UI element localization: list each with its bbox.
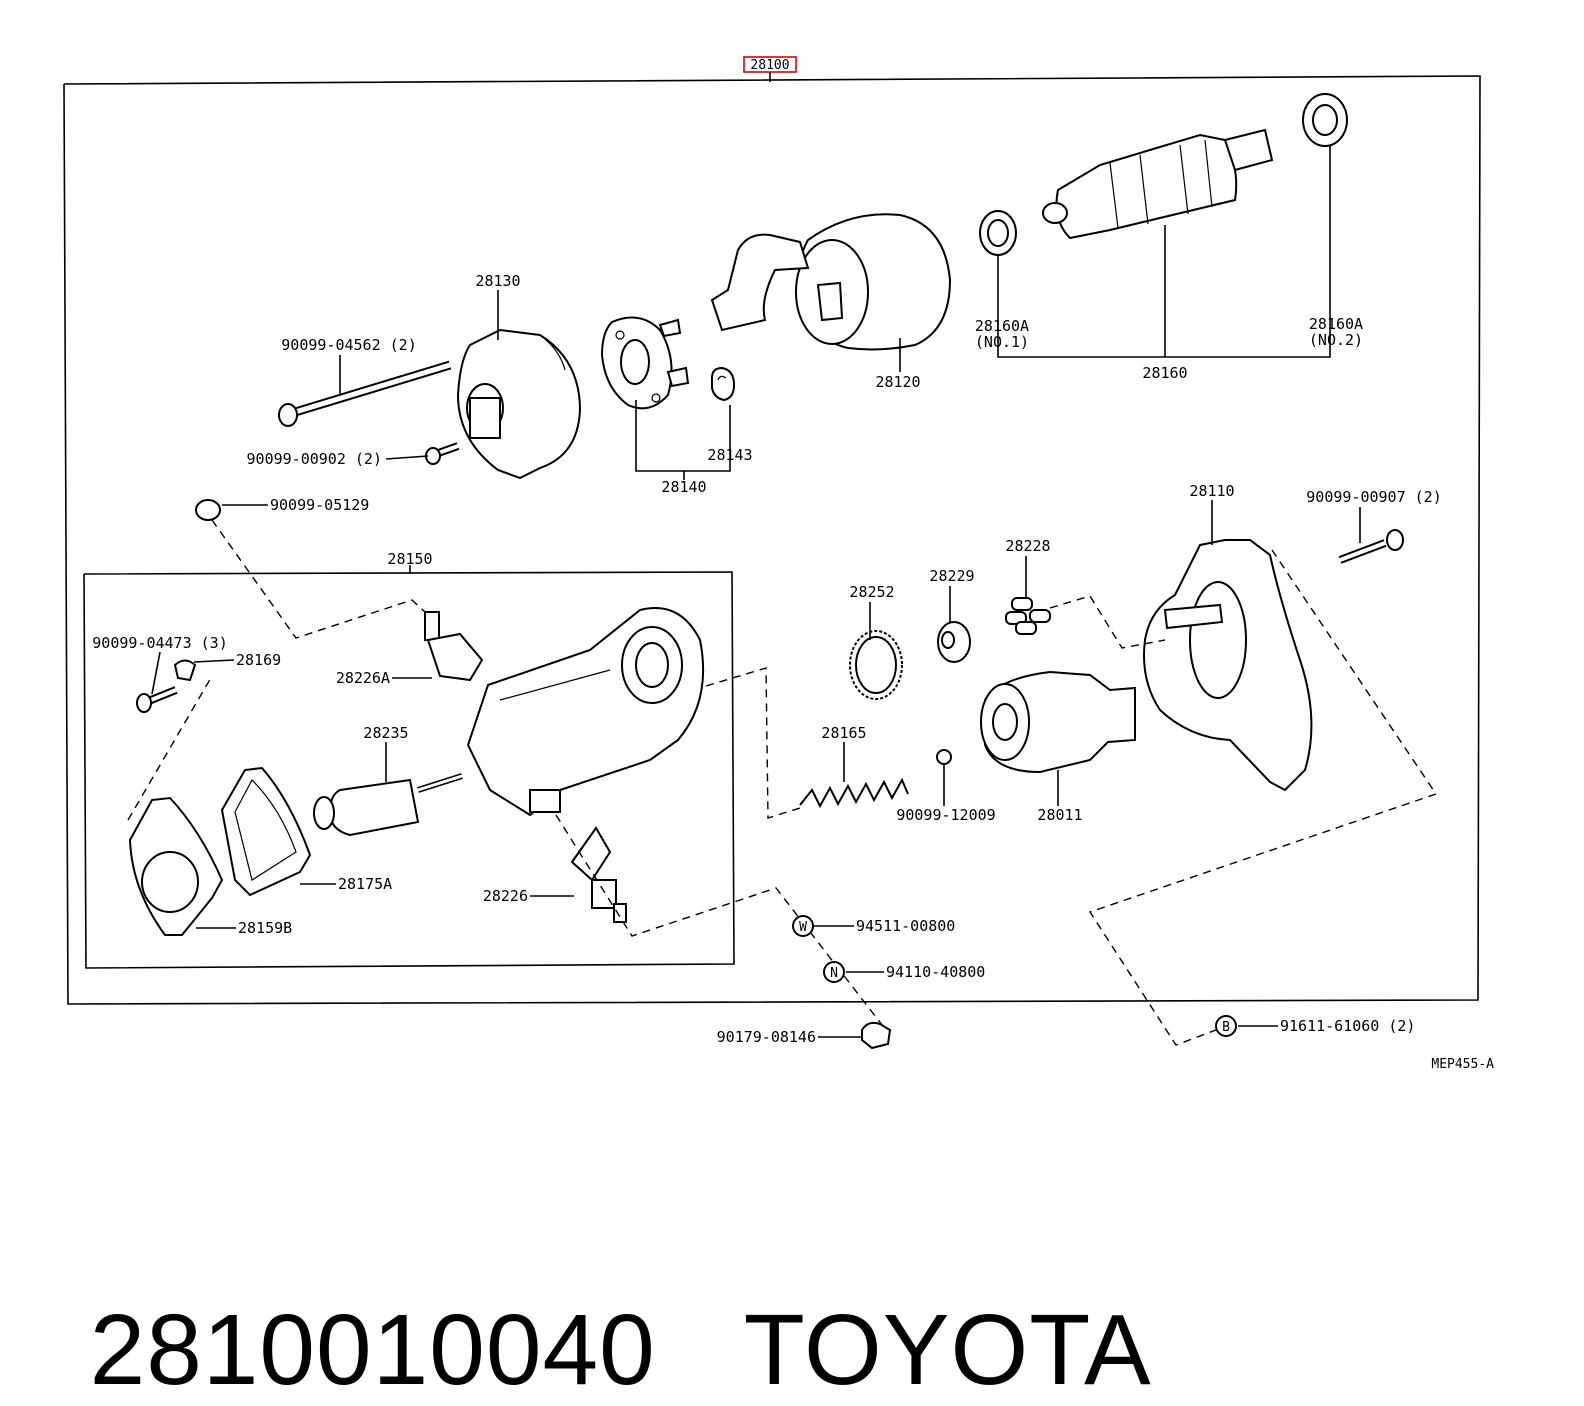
spring <box>799 777 909 809</box>
label-28160a-no2[interactable]: 28160A <box>1309 315 1363 333</box>
label-28165[interactable]: 28165 <box>821 724 866 742</box>
starter-parts-diagram: 28100 <box>63 56 1494 1072</box>
label-28160a-no2-sub: (NO.2) <box>1309 331 1363 349</box>
small-screw <box>425 442 460 465</box>
label-90179-08146[interactable]: 90179-08146 <box>717 1028 816 1046</box>
bearing-no2 <box>1302 93 1348 147</box>
label-94511-00800[interactable]: 94511-00800 <box>856 917 955 935</box>
rollers <box>1005 597 1051 635</box>
yoke <box>710 213 952 351</box>
idler-gear <box>849 630 903 700</box>
brush-holder <box>600 316 690 410</box>
label-28150[interactable]: 28150 <box>387 550 432 568</box>
label-90099-00902[interactable]: 90099-00902 (2) <box>247 450 382 468</box>
end-frame <box>456 328 582 480</box>
gasket <box>220 766 312 897</box>
label-90099-00907[interactable]: 90099-00907 (2) <box>1306 488 1441 506</box>
callout-b-circle <box>1215 1015 1237 1037</box>
terminal-b <box>570 826 627 923</box>
bolt-04473 <box>136 686 178 713</box>
label-28160a-no1[interactable]: 28160A <box>975 317 1029 335</box>
bearing-retainer <box>937 621 971 663</box>
terminal-a <box>424 611 484 682</box>
magnetic-switch-housing <box>466 607 705 817</box>
caption-part-number: 2810010040 <box>89 1294 656 1406</box>
plunger <box>313 773 463 837</box>
label-90099-05129[interactable]: 90099-05129 <box>270 496 369 514</box>
armature <box>1042 128 1274 240</box>
label-28235[interactable]: 28235 <box>363 724 408 742</box>
assembly-label-box <box>743 56 797 73</box>
clip <box>173 659 197 682</box>
label-28226[interactable]: 28226 <box>483 887 528 905</box>
caption: 2810010040 TOYOTA <box>32 1185 1152 1405</box>
drawing-code: MEP455-A <box>1431 1057 1494 1072</box>
label-90099-04473[interactable]: 90099-04473 (3) <box>92 634 227 652</box>
bearing-no1 <box>979 210 1017 256</box>
steel-ball <box>936 749 952 765</box>
end-cover <box>128 796 224 936</box>
label-28175a[interactable]: 28175A <box>338 875 392 893</box>
label-28226a[interactable]: 28226A <box>336 669 390 687</box>
label-28229[interactable]: 28229 <box>929 567 974 585</box>
bolt-00907 <box>1338 529 1404 564</box>
assembly-label[interactable]: 28100 <box>750 58 789 73</box>
callout-w-circle <box>792 915 814 937</box>
label-28160[interactable]: 28160 <box>1142 364 1187 382</box>
washer <box>195 499 221 521</box>
label-90099-12009[interactable]: 90099-12009 <box>896 806 995 824</box>
label-28140[interactable]: 28140 <box>661 478 706 496</box>
callout-n-circle <box>823 961 845 983</box>
assembly-frame <box>63 75 1481 1005</box>
brush-spring <box>711 366 736 402</box>
label-28252[interactable]: 28252 <box>849 583 894 601</box>
label-28159b[interactable]: 28159B <box>238 919 292 937</box>
label-28011[interactable]: 28011 <box>1037 806 1082 824</box>
label-28169[interactable]: 28169 <box>236 651 281 669</box>
label-91611-61060[interactable]: 91611-61060 (2) <box>1280 1017 1415 1035</box>
starter-clutch <box>980 670 1136 774</box>
caption-brand: TOYOTA <box>743 1294 1152 1406</box>
label-28120[interactable]: 28120 <box>875 373 920 391</box>
label-90099-04562[interactable]: 90099-04562 (2) <box>281 336 416 354</box>
label-28143[interactable]: 28143 <box>707 446 752 464</box>
subassembly-frame <box>83 571 735 969</box>
label-28228[interactable]: 28228 <box>1005 537 1050 555</box>
callout-n: N <box>830 966 838 981</box>
label-28130[interactable]: 28130 <box>475 272 520 290</box>
callout-w: W <box>799 920 807 935</box>
label-28160a-no1-sub: (NO.1) <box>975 333 1029 351</box>
callout-b: B <box>1222 1020 1230 1035</box>
label-28110[interactable]: 28110 <box>1189 482 1234 500</box>
starter-housing <box>1143 539 1313 792</box>
nut <box>861 1021 892 1050</box>
label-94110-40800[interactable]: 94110-40800 <box>886 963 985 981</box>
through-bolt <box>278 360 452 427</box>
